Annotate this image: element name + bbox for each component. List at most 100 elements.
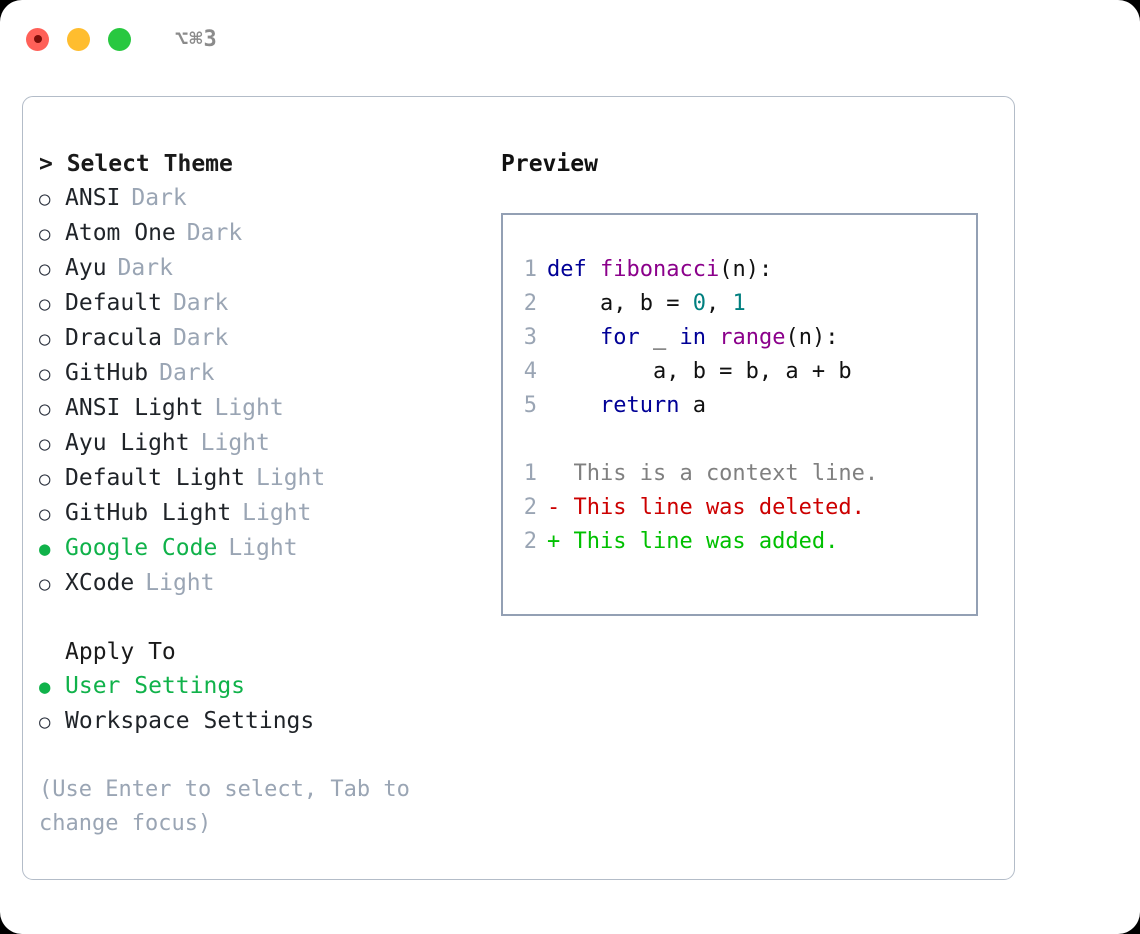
theme-category-badge: Dark xyxy=(186,220,243,246)
theme-option-label: Google Code xyxy=(65,535,218,561)
diff-line-del: 2 - This line was deleted. xyxy=(503,491,976,525)
code-line: 3 for _ in range(n): xyxy=(503,321,976,355)
code-token-pl xyxy=(547,325,600,350)
diff-line-content: + This line was added. xyxy=(547,529,839,554)
code-token-fn: range xyxy=(719,325,786,350)
code-token-pl: (n): xyxy=(785,325,839,350)
theme-option-label: Dracula xyxy=(65,325,162,351)
radio-selected-icon: ● xyxy=(39,538,51,560)
line-number: 2 xyxy=(523,495,537,520)
code-token-kw: for xyxy=(599,325,640,350)
apply-to-option-label: User Settings xyxy=(65,673,246,699)
code-token-kw: def xyxy=(547,257,600,282)
line-number: 1 xyxy=(523,257,537,282)
keyboard-hint-text: (Use Enter to select, Tab to change focu… xyxy=(39,777,410,836)
preview-header: Preview xyxy=(501,151,598,177)
theme-option-label: Ayu Light xyxy=(65,430,190,456)
diff-line-content: This is a context line. xyxy=(547,461,879,486)
diff-line-add: 2 + This line was added. xyxy=(503,525,976,559)
code-token-fn: fibonacci xyxy=(599,257,720,282)
code-diff-separator xyxy=(503,423,976,457)
theme-option-google-code[interactable]: ● Google Code Light xyxy=(39,531,499,566)
select-theme-header: > Select Theme xyxy=(39,151,233,177)
radio-unselected-icon: ○ xyxy=(39,188,51,210)
theme-option-label: Ayu xyxy=(65,255,107,281)
theme-option-label: GitHub Light xyxy=(65,500,232,526)
radio-selected-icon: ● xyxy=(39,676,51,698)
apply-to-option-user-settings[interactable]: ● User Settings xyxy=(39,669,499,704)
apply-to-option-label: Workspace Settings xyxy=(65,708,315,734)
theme-option-default[interactable]: ○ Default Dark xyxy=(39,286,499,321)
theme-category-badge: Light xyxy=(228,535,298,561)
radio-unselected-icon: ○ xyxy=(39,258,51,280)
code-line-content: a, b = 0, 1 xyxy=(547,287,746,321)
recording-indicator-dot xyxy=(33,35,42,43)
theme-option-github-light[interactable]: ○ GitHub Light Light xyxy=(39,496,499,531)
radio-unselected-icon: ○ xyxy=(39,293,51,315)
code-token-pl: a, b = b, a + b xyxy=(547,359,852,384)
theme-option-label: Atom One xyxy=(65,220,176,246)
apply-to-header: Apply To xyxy=(65,639,176,665)
radio-unselected-icon: ○ xyxy=(39,223,51,245)
theme-option-github[interactable]: ○ GitHub Dark xyxy=(39,356,499,391)
theme-category-badge: Light xyxy=(214,395,284,421)
code-token-pl: (n): xyxy=(719,257,773,282)
diff-line-content: - This line was deleted. xyxy=(547,495,865,520)
code-token-pl: a, b = xyxy=(547,291,693,316)
theme-option-label: XCode xyxy=(65,570,135,596)
code-line: 5 return a xyxy=(503,389,976,423)
minimize-button-icon[interactable] xyxy=(67,27,90,51)
keyboard-shortcut-label: ⌥⌘3 xyxy=(175,26,218,52)
code-token-kw: return xyxy=(599,393,680,418)
theme-category-badge: Dark xyxy=(159,360,215,386)
radio-unselected-icon: ○ xyxy=(39,711,51,733)
apply-to-option-list[interactable]: ● User Settings ○ Workspace Settings xyxy=(39,669,499,739)
code-token-pl: _ xyxy=(639,325,680,350)
close-button-icon[interactable] xyxy=(26,27,49,51)
radio-unselected-icon: ○ xyxy=(39,468,51,490)
line-number: 2 xyxy=(523,529,537,554)
window-controls xyxy=(26,27,131,51)
theme-option-label: GitHub xyxy=(65,360,149,386)
theme-option-label: ANSI xyxy=(65,185,121,211)
radio-unselected-icon: ○ xyxy=(39,433,51,455)
theme-option-label: Default xyxy=(65,290,162,316)
line-number: 1 xyxy=(523,461,537,486)
theme-option-default-light[interactable]: ○ Default Light Light xyxy=(39,461,499,496)
code-token-pl: , xyxy=(705,291,733,316)
code-line: 2 a, b = 0, 1 xyxy=(503,287,976,321)
radio-unselected-icon: ○ xyxy=(39,363,51,385)
code-line-content: a, b = b, a + b xyxy=(547,355,852,389)
line-number: 5 xyxy=(523,393,537,418)
apply-to-option-workspace-settings[interactable]: ○ Workspace Settings xyxy=(39,704,499,739)
theme-category-badge: Dark xyxy=(172,325,229,351)
diff-line-ctx: 1 This is a context line. xyxy=(503,457,976,491)
theme-category-badge: Light xyxy=(256,465,326,491)
theme-option-atom-one[interactable]: ○ Atom One Dark xyxy=(39,216,499,251)
code-line-content: for _ in range(n): xyxy=(547,321,838,355)
theme-category-badge: Dark xyxy=(172,290,229,316)
diff-sample: 1 This is a context line. 2 - This line wa… xyxy=(503,457,976,559)
code-line: 4 a, b = b, a + b xyxy=(503,355,976,389)
maximize-button-icon[interactable] xyxy=(108,27,131,51)
code-token-num: 1 xyxy=(732,291,746,316)
theme-category-badge: Light xyxy=(242,500,312,526)
title-bar: ⌥⌘3 xyxy=(0,0,1140,78)
code-line-content: def fibonacci(n): xyxy=(547,253,772,287)
theme-option-label: Default Light xyxy=(65,465,246,491)
line-number: 2 xyxy=(523,291,537,316)
radio-unselected-icon: ○ xyxy=(39,503,51,525)
